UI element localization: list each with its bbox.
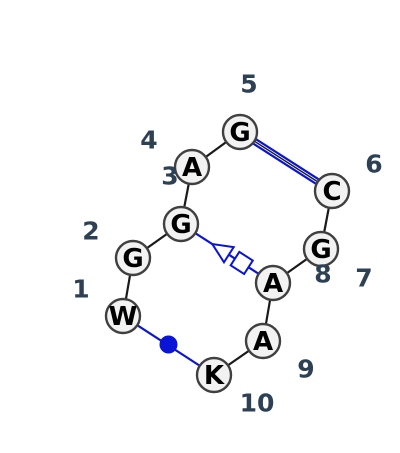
position-label-1: 1 [72,275,89,304]
nucleotide-9: A [244,322,282,360]
base-pair-5-6 [238,128,334,195]
position-label-3: 3 [161,162,178,191]
nucleotide-circle [114,239,152,277]
nucleotide-8: A [254,264,292,302]
position-label-5: 5 [240,70,257,99]
nucleotide-7: G [302,230,340,268]
nucleotide-6: C [313,172,351,210]
nucleotide-letter: A [182,153,202,183]
nucleotide-letter: K [204,361,225,391]
position-label-9: 9 [297,355,314,384]
pair-center-line [239,131,333,192]
base-pair-3-8 [180,223,274,284]
position-label-6: 6 [365,150,382,179]
nucleotide-1: W [104,297,142,335]
nucleotide-circle [173,148,211,186]
nucleotide-circle [244,322,282,360]
nucleotide-letter: A [253,327,273,357]
nucleotide-letter: G [310,235,331,265]
nucleotide-letter: G [170,210,191,240]
nucleotide-letter: C [322,177,341,207]
pair-line-2 [240,128,334,190]
position-label-4: 4 [140,126,157,155]
nucleotide-circle [254,264,292,302]
position-label-2: 2 [82,217,99,246]
nucleotide-2: G [114,239,152,277]
nucleotide-letter: A [263,269,283,299]
nucleotide-5: G [221,113,259,151]
position-label-10: 10 [240,389,275,418]
nucleotide-letter: G [122,244,143,274]
nucleotide-10: K [195,356,233,394]
nucleotide-letter: W [109,302,138,332]
nucleotide-circle [104,297,142,335]
nucleotide-circle [302,230,340,268]
pair-triangle-symbol [210,242,236,265]
nucleotide-circle [313,172,351,210]
base-pair-layer [122,128,334,376]
nucleotide-4: A [173,148,211,186]
pair-square-symbol [229,250,255,276]
pair-circle-symbol [159,335,178,354]
nucleotide-circle [195,356,233,394]
position-label-7: 7 [355,264,372,293]
nucleotide-letter: G [229,118,250,148]
nucleotide-circle [221,113,259,151]
pair-line-1 [238,133,332,195]
position-label-8: 8 [314,260,331,289]
nucleotide-circle [162,205,200,243]
nucleotide-3: G [162,205,200,243]
